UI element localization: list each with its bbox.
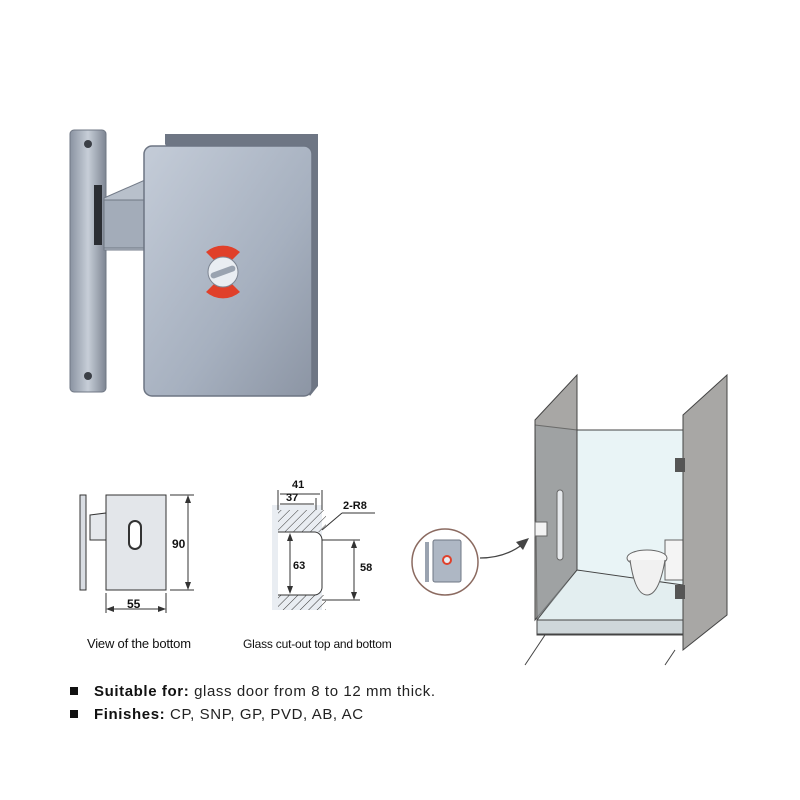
installation-inset: [411, 528, 529, 596]
spec-finishes: Finishes: CP, SNP, GP, PVD, AB, AC: [70, 706, 364, 723]
dimension-width-55: 55: [127, 597, 141, 611]
glass-cutout-drawing: [272, 490, 375, 610]
bullet-icon: [70, 710, 78, 719]
dimension-width-41: 41: [292, 479, 305, 491]
spec-label: Suitable for:: [94, 683, 190, 700]
cutout-caption: Glass cut-out top and bottom: [243, 637, 392, 651]
spec-value: CP, SNP, GP, PVD, AB, AC: [165, 706, 364, 723]
dimension-width-37: 37: [286, 492, 299, 504]
dimension-radius: 2-R8: [343, 500, 367, 512]
dimension-height-90: 90: [172, 537, 186, 551]
bottom-view-caption: View of the bottom: [87, 636, 191, 651]
dimension-height-58: 58: [360, 562, 373, 574]
bullet-icon: [70, 687, 78, 696]
spec-value: glass door from 8 to 12 mm thick.: [189, 683, 436, 700]
shower-enclosure-illustration: [524, 373, 728, 666]
lock-product-photo: [69, 129, 318, 397]
bottom-view-drawing: [79, 494, 194, 613]
dimension-height-63: 63: [293, 560, 306, 572]
spec-suitable-for: Suitable for: glass door from 8 to 12 mm…: [70, 683, 436, 700]
spec-label: Finishes:: [94, 706, 166, 723]
